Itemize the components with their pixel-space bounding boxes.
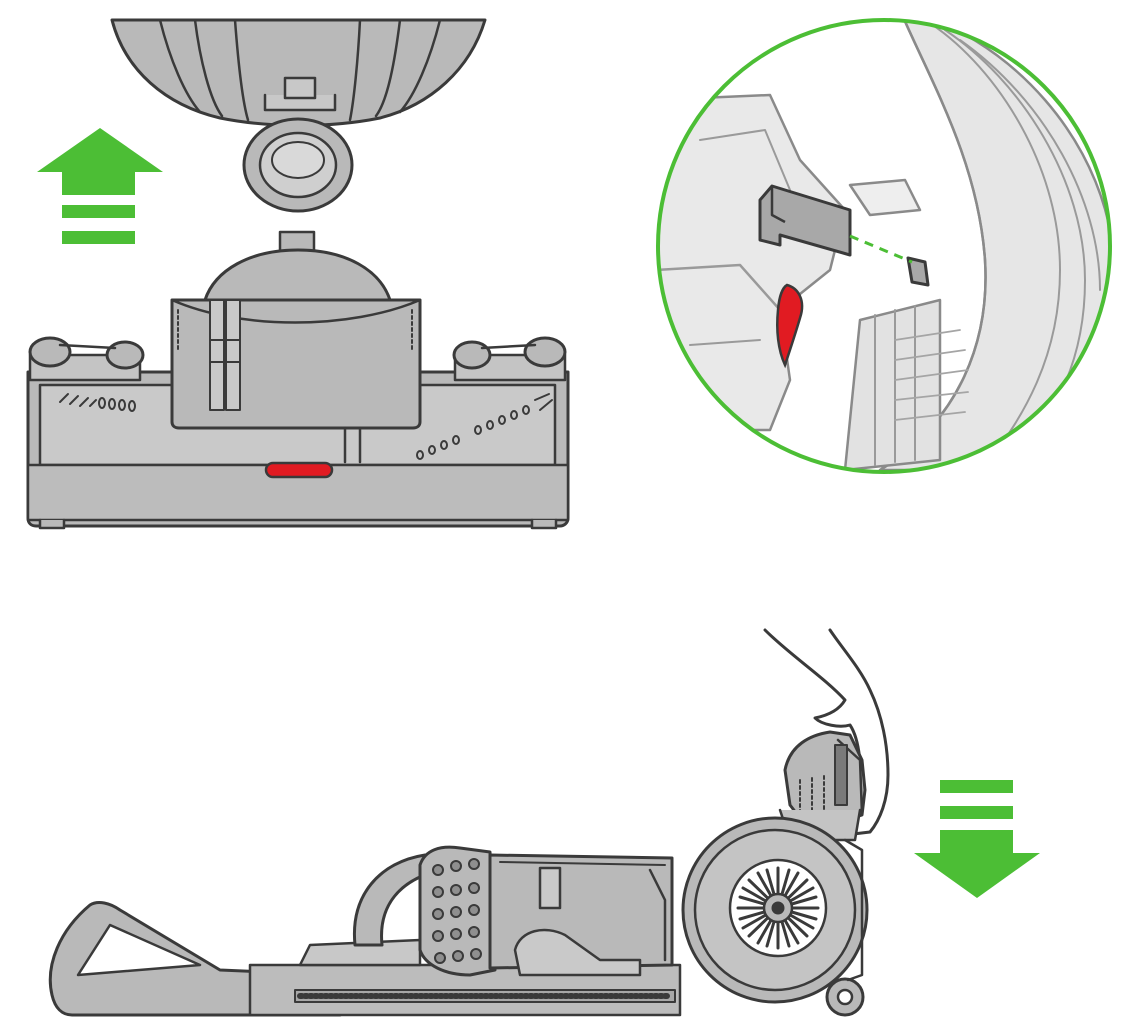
red-release-button — [266, 463, 332, 477]
panel-machine-reclined — [50, 630, 888, 1015]
main-wheel — [683, 818, 867, 1002]
rear-wheel — [827, 979, 863, 1015]
down-arrow-icon — [914, 780, 1040, 898]
panel-cleaner-head-front — [28, 20, 568, 528]
panel-clip-detail — [655, 10, 1115, 472]
handle-grip — [785, 732, 865, 822]
cyclone-shroud — [420, 847, 495, 975]
cleaner-head — [28, 232, 568, 528]
ball-connector — [244, 119, 352, 211]
ball-bottom — [112, 20, 485, 126]
clear-bin — [490, 855, 672, 975]
up-arrow-icon — [37, 128, 163, 244]
